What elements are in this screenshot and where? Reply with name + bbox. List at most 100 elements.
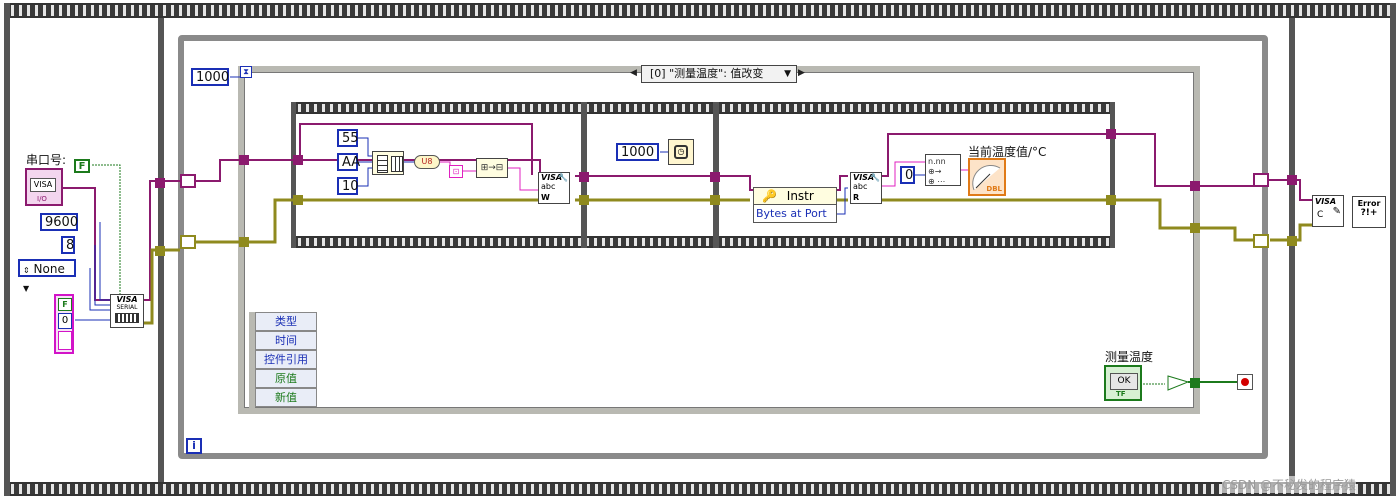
number-wire (89, 268, 110, 311)
shift-register-left-visa[interactable] (180, 174, 196, 188)
shift-register-right-error[interactable] (1253, 234, 1269, 248)
build-array-icon (377, 155, 388, 173)
inner-sequence-left-border (291, 102, 296, 248)
number-wire (99, 222, 110, 301)
data-bits-constant[interactable]: 8 (61, 236, 75, 254)
event-case-selector-label: [0] "测量温度": 值改变 (650, 67, 764, 80)
shift-register-left-error[interactable] (180, 235, 196, 249)
visa-wire (880, 133, 1312, 201)
gauge-icon (972, 164, 1001, 191)
property-node[interactable]: 🔑 Instr Bytes at Port (753, 187, 837, 223)
visa-write-label: VISA (541, 173, 563, 182)
temperature-indicator-label: 当前温度值/°C (968, 145, 1047, 159)
to-u8-node[interactable]: U8 (414, 155, 440, 169)
dropdown-arrow-icon: ▼ (23, 284, 30, 293)
property-node-class: Instr (786, 189, 814, 203)
visa-read-sub: abc (853, 182, 868, 191)
false-constant[interactable]: F (74, 159, 90, 173)
tunnel (579, 195, 589, 205)
temperature-indicator: DBL (968, 158, 1006, 196)
measure-control-label: 测量温度 (1105, 350, 1154, 364)
event-timeout-constant[interactable]: 1000 (191, 68, 229, 86)
bool-wire (92, 164, 121, 300)
dropdown-arrow-icon: ▼ (784, 69, 791, 79)
visa-configure-serial-vi[interactable]: VISA SERIAL (110, 294, 144, 328)
ok-button-glyph: OK (1110, 373, 1138, 390)
tunnel (710, 172, 720, 182)
parity-value: None (33, 262, 65, 276)
property-node-item: Bytes at Port (754, 205, 836, 222)
serial-port-label: 串口号: (26, 153, 67, 167)
visa-read-vi[interactable]: VISA abc R 🔧 (850, 172, 882, 204)
wait-ms-vi[interactable]: ◷ (668, 139, 694, 165)
tunnel (239, 237, 249, 247)
visa-read-mode: R (853, 193, 860, 202)
baud-rate-constant[interactable]: 9600 (40, 213, 78, 231)
event-data-newval[interactable]: 新值 (255, 388, 317, 407)
visa-read-label: VISA (853, 173, 875, 182)
serial-port-control[interactable]: VISA I/O (25, 168, 63, 206)
selector-left-arrow-icon[interactable]: ◀ (630, 68, 637, 78)
event-data-node: 类型 时间 控件引用 原值 新值 (249, 312, 317, 408)
parity-enum-constant[interactable]: ⇕ None ▼ (18, 259, 76, 293)
event-data-oldval[interactable]: 原值 (255, 369, 317, 388)
selector-right-arrow-icon[interactable]: ▶ (798, 68, 805, 78)
const-55[interactable]: 55 (337, 129, 359, 147)
ok-button-sub: TF (1116, 390, 1126, 398)
property-node-header: 🔑 Instr (754, 188, 836, 205)
frame-divider-2 (1289, 18, 1295, 482)
string-transform-node[interactable]: ⊞→⊟ (476, 158, 508, 178)
const-10[interactable]: 10 (337, 177, 359, 195)
stop-value: 0 (58, 313, 72, 329)
visa-close-label: VISA (1315, 197, 1337, 206)
array-grid-icon (391, 156, 403, 172)
watermark-text: CSDN @不秘发的程序猿 (1222, 476, 1357, 493)
inner-sequence-right-border (1110, 102, 1115, 248)
error-wire (880, 198, 1255, 242)
not-gate-icon (1167, 375, 1190, 391)
tunnel (1106, 129, 1116, 139)
visa-close-vi[interactable]: VISA C ✎ (1312, 195, 1344, 227)
u8-label: U8 (421, 157, 433, 166)
tunnel (1190, 181, 1200, 191)
tunnel (293, 195, 303, 205)
outer-sequence-left-border (4, 3, 10, 496)
visa-config-sub: SERIAL (116, 304, 138, 311)
string-subset-node[interactable]: n.nn⊕→⊕ ⋯ (925, 154, 961, 186)
iteration-terminal: i (186, 438, 202, 454)
simple-error-handler-vi[interactable]: Error ?!+ (1352, 196, 1386, 228)
tunnel (155, 246, 165, 256)
stop-icon[interactable] (1237, 374, 1253, 390)
error-wire (143, 248, 180, 325)
stop-cluster-constant[interactable]: F 0 (54, 294, 74, 354)
event-case-selector[interactable]: [0] "测量温度": 值改变 ▼ (641, 65, 797, 83)
event-data-type[interactable]: 类型 (255, 312, 317, 331)
number-wire (357, 167, 374, 187)
tunnel (293, 155, 303, 165)
measure-temperature-button-terminal[interactable]: OK TF (1104, 365, 1142, 401)
tunnel (710, 195, 720, 205)
tunnel (1287, 175, 1297, 185)
byte-array-to-string-icon[interactable]: ⊡ (449, 165, 463, 178)
const-aa[interactable]: AA (337, 153, 360, 171)
number-wire (835, 187, 848, 215)
visa-write-vi[interactable]: VISA abc W 🔧 (538, 172, 570, 204)
event-timeout-terminal-icon: ⧗ (240, 66, 252, 78)
clock-icon: ◷ (674, 145, 688, 159)
visa-write-mode: W (541, 193, 550, 202)
event-data-time[interactable]: 时间 (255, 331, 317, 350)
visa-close-sub: C (1317, 210, 1324, 220)
tunnel (579, 172, 589, 182)
stop-string-slot (58, 331, 72, 350)
build-array-node[interactable] (372, 151, 404, 175)
indicator-type-glyph: DBL (986, 185, 1002, 193)
tunnel (1106, 195, 1116, 205)
tunnel (1287, 236, 1297, 246)
shift-register-right-visa[interactable] (1253, 173, 1269, 187)
visa-config-label: VISA (116, 295, 138, 304)
event-data-ctlref[interactable]: 控件引用 (255, 350, 317, 369)
wait-ms-constant[interactable]: 1000 (616, 143, 659, 161)
visa-wire (575, 175, 758, 191)
error-handler-sub: ?!+ (1360, 208, 1378, 218)
index-zero-constant[interactable]: 0 (900, 166, 915, 184)
